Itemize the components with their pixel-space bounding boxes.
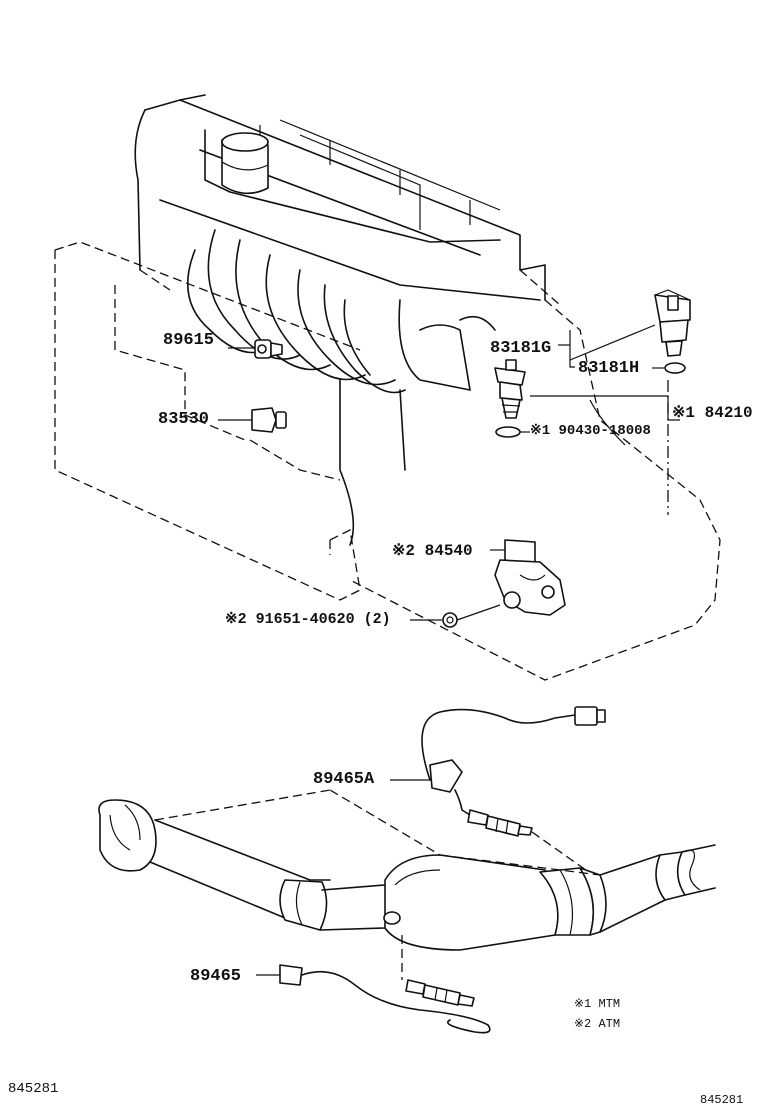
sensor-83181G bbox=[558, 289, 691, 361]
oxygen-sensor-89465 bbox=[256, 935, 491, 1034]
label-83181G: 83181G bbox=[490, 339, 552, 358]
label-83181H: 83181H bbox=[578, 359, 640, 378]
label-89615: 89615 bbox=[163, 331, 215, 350]
exhaust-rear-pipe bbox=[154, 789, 716, 933]
catalytic-converter bbox=[383, 854, 607, 951]
label-89465: 89465 bbox=[190, 967, 242, 986]
label-91651: ※2 91651-40620 (2) bbox=[225, 611, 391, 628]
gasket-90430 bbox=[495, 399, 626, 446]
label-84540: ※2 84540 bbox=[392, 542, 473, 560]
switch-84210 bbox=[494, 359, 680, 515]
label-83530: 83530 bbox=[158, 410, 210, 429]
label-89465A: 89465A bbox=[313, 770, 375, 789]
legend-atm: ※2 ATM bbox=[574, 1017, 621, 1031]
label-90430: ※1 90430-18008 bbox=[530, 423, 651, 439]
engine-block bbox=[134, 94, 721, 681]
exhaust-front-pipe bbox=[98, 799, 401, 931]
oxygen-sensor-89465A bbox=[390, 706, 606, 881]
switch-84540 bbox=[490, 539, 566, 616]
label-84210: ※1 84210 bbox=[672, 404, 753, 422]
bolt-91651 bbox=[410, 604, 501, 628]
diagram-code-right: 845281 bbox=[700, 1093, 744, 1107]
sensor-83530 bbox=[218, 407, 287, 433]
diagram-code-left: 845281 bbox=[8, 1081, 59, 1097]
legend-mtm: ※1 MTM bbox=[574, 997, 621, 1011]
part-83181H bbox=[569, 360, 686, 374]
transmission-plate bbox=[54, 241, 361, 601]
sensor-89615 bbox=[228, 339, 283, 359]
